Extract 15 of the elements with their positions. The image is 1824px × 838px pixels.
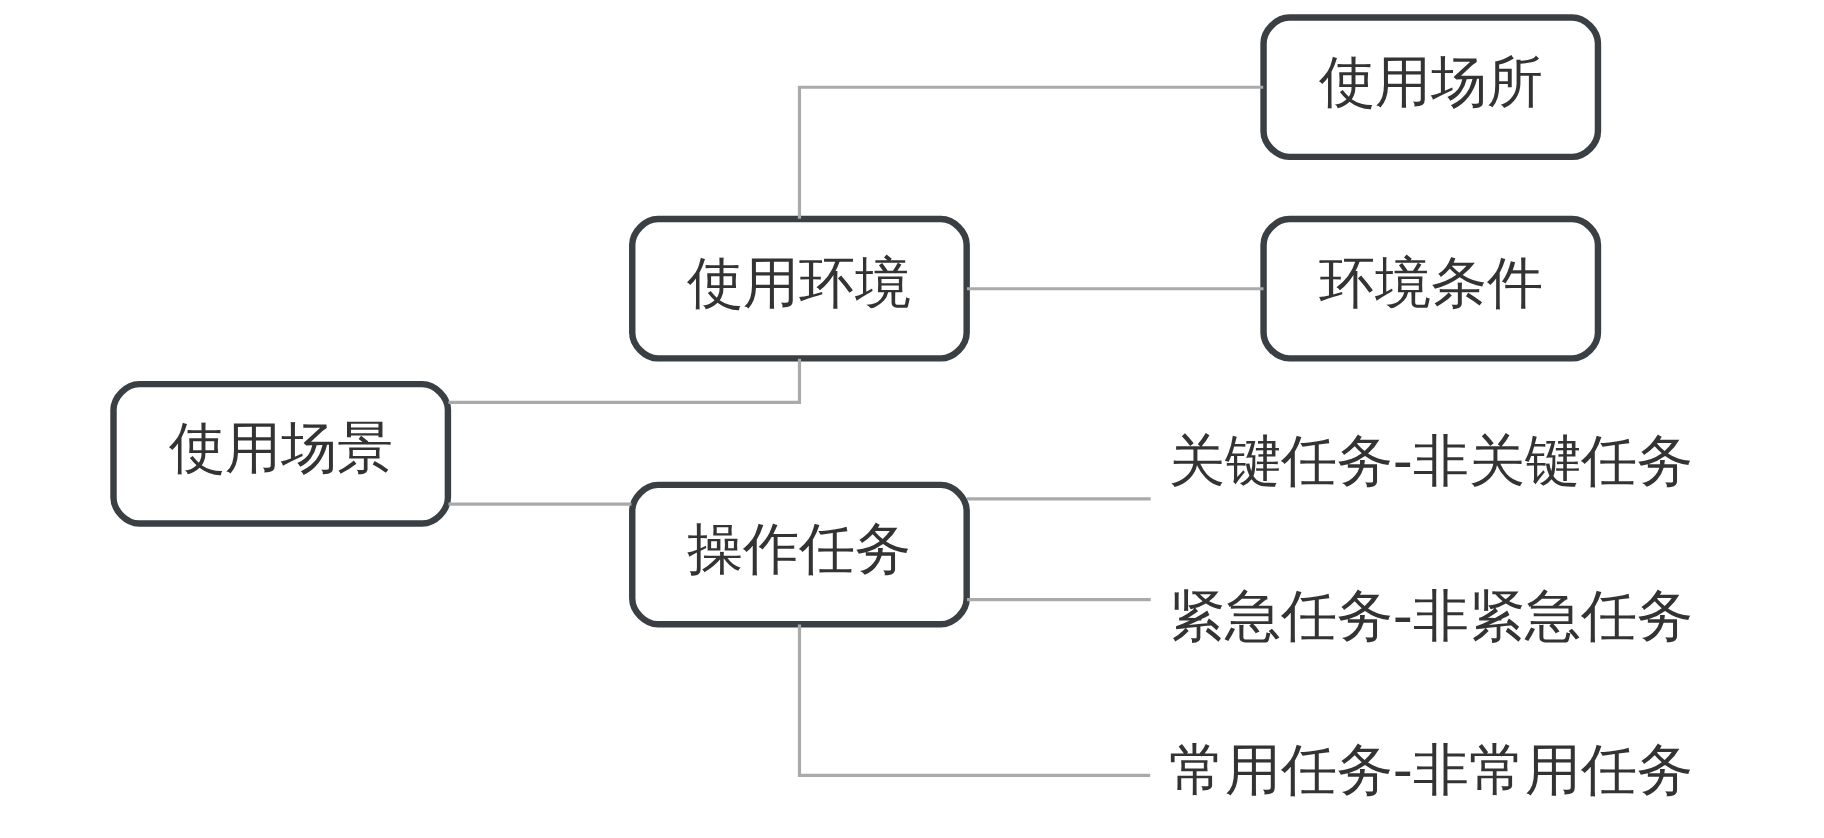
node-box: 环境条件 <box>1260 215 1602 362</box>
node-box: 操作任务 <box>629 481 970 627</box>
connector <box>797 85 1264 219</box>
connector <box>967 597 1151 601</box>
node-box: 使用场景 <box>110 380 452 527</box>
node-box: 使用场所 <box>1260 13 1602 160</box>
connector <box>448 358 802 404</box>
connector <box>797 623 1151 777</box>
node-text: 紧急任务-非紧急任务 <box>1168 582 1693 647</box>
node-text: 常用任务-非常用任务 <box>1168 736 1693 802</box>
connector <box>448 502 632 506</box>
node-box: 使用环境 <box>629 215 970 362</box>
node-text: 关键任务-非关键任务 <box>1168 427 1693 493</box>
connector <box>967 496 1151 500</box>
connector <box>967 286 1264 290</box>
